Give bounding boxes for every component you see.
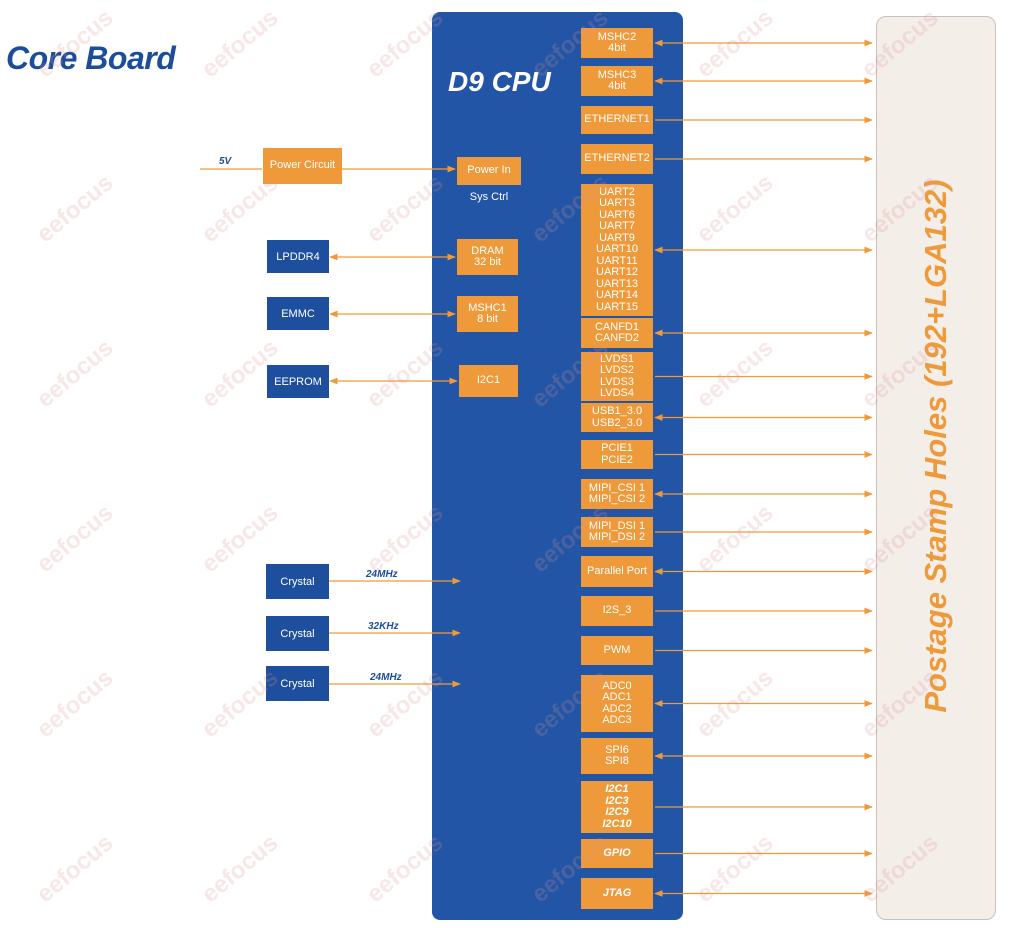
crystal-block: Crystal [266, 666, 329, 701]
interface-label: SPI6 [605, 743, 629, 756]
interface-label: MSHC2 [597, 30, 637, 43]
emmc-label: EMMC [281, 307, 315, 320]
dram-block: DRAM 32 bit [457, 239, 518, 275]
interface-label: 4bit [608, 80, 626, 92]
interface-block: ETHERNET2 [581, 144, 653, 174]
mshc1-block: MSHC1 8 bit [457, 296, 518, 332]
interface-label: CANFD1 [594, 320, 639, 333]
interface-label: I2C10 [602, 817, 632, 830]
mshc1-label-2: 8 bit [477, 313, 498, 325]
interface-label: I2C9 [605, 806, 629, 818]
crystal-block: Crystal [266, 616, 329, 651]
interface-label: GPIO [603, 846, 631, 859]
interface-label: MSHC3 [597, 68, 637, 81]
postage-stamp-holes-block [876, 16, 996, 920]
interface-label: LVDS1 [599, 352, 635, 365]
crystal-label: Crystal [280, 677, 315, 690]
interface-label: CANFD2 [594, 332, 639, 344]
interface-label: UART13 [596, 277, 638, 290]
interface-block: I2S_3 [581, 596, 653, 626]
interface-block: GPIO [581, 839, 653, 868]
interface-block: Parallel Port [581, 556, 653, 587]
mshc1-label-1: MSHC1 [468, 301, 507, 314]
lpddr4-label: LPDDR4 [276, 250, 320, 263]
dram-label-1: DRAM [471, 244, 504, 257]
crystal-frequency-label: 32KHz [368, 621, 399, 632]
interface-label: ADC1 [602, 691, 632, 703]
interface-label: ETHERNET1 [584, 113, 650, 126]
interface-label: UART2 [599, 185, 635, 198]
emmc-block: EMMC [267, 297, 329, 330]
interface-label: PCIE2 [601, 453, 633, 466]
interface-label: LVDS3 [599, 375, 635, 388]
interface-label: UART15 [596, 300, 638, 313]
interface-label: PCIE1 [601, 442, 633, 454]
interface-label: JTAG [602, 886, 632, 899]
interface-label: LVDS2 [599, 364, 635, 376]
eeprom-label: EEPROM [274, 375, 322, 388]
interface-label: UART7 [599, 220, 635, 233]
interface-label: UART12 [596, 266, 638, 279]
crystal-frequency-label: 24MHz [370, 672, 402, 683]
sys-ctrl-label: Sys Ctrl [469, 191, 509, 203]
interface-label: MIPI_DSI 1 [588, 519, 646, 532]
interface-block: ETHERNET1 [581, 106, 653, 134]
i2c1-block: I2C1 [459, 365, 518, 397]
diagram-title: Core Board [6, 40, 176, 76]
interface-label: UART14 [596, 289, 638, 302]
crystal-block: Crystal [266, 564, 329, 599]
interface-label: UART11 [596, 254, 638, 267]
lpddr4-block: LPDDR4 [267, 240, 329, 273]
power-in-block: Power In [457, 157, 521, 185]
interface-block: PWM [581, 636, 653, 665]
interface-label: UART3 [599, 197, 635, 210]
interface-label: I2S_3 [602, 604, 632, 617]
interface-label: 4bit [608, 42, 626, 54]
interface-label: UART10 [596, 243, 638, 256]
power-circuit-label: Power Circuit [269, 159, 336, 172]
interface-label: LVDS4 [599, 387, 635, 399]
interface-label: UART9 [599, 231, 635, 244]
crystal-label: Crystal [280, 575, 315, 588]
interface-label: SPI8 [605, 755, 629, 767]
power-in-label: Power In [467, 164, 511, 177]
cpu-title: D9 CPU [448, 66, 551, 97]
interface-block: JTAG [581, 878, 653, 909]
crystal-frequency-label: 24MHz [366, 569, 398, 580]
interface-label: I2C3 [605, 794, 629, 807]
interface-label: MIPI_DSI 2 [588, 531, 646, 543]
power-circuit-block: Power Circuit [263, 148, 342, 184]
i2c1-label: I2C1 [476, 374, 501, 387]
eeprom-block: EEPROM [267, 365, 329, 398]
crystal-label: Crystal [280, 627, 315, 640]
interface-label: ADC2 [602, 702, 632, 715]
power-input-label: 5V [219, 156, 232, 167]
interface-label: MIPI_CSI 2 [588, 493, 646, 505]
interface-label: ETHERNET2 [584, 152, 650, 165]
interface-label: PWM [603, 643, 631, 656]
interface-label: USB2_3.0 [591, 416, 643, 429]
interface-label: UART6 [599, 208, 635, 221]
interface-label: ADC3 [602, 714, 632, 726]
interface-label: ADC0 [602, 679, 632, 692]
dram-label-2: 32 bit [474, 256, 501, 268]
interface-label: Parallel Port [587, 564, 647, 577]
interface-label: MIPI_CSI 1 [588, 481, 646, 494]
interface-label: I2C1 [605, 783, 629, 795]
interface-label: USB1_3.0 [591, 405, 643, 417]
